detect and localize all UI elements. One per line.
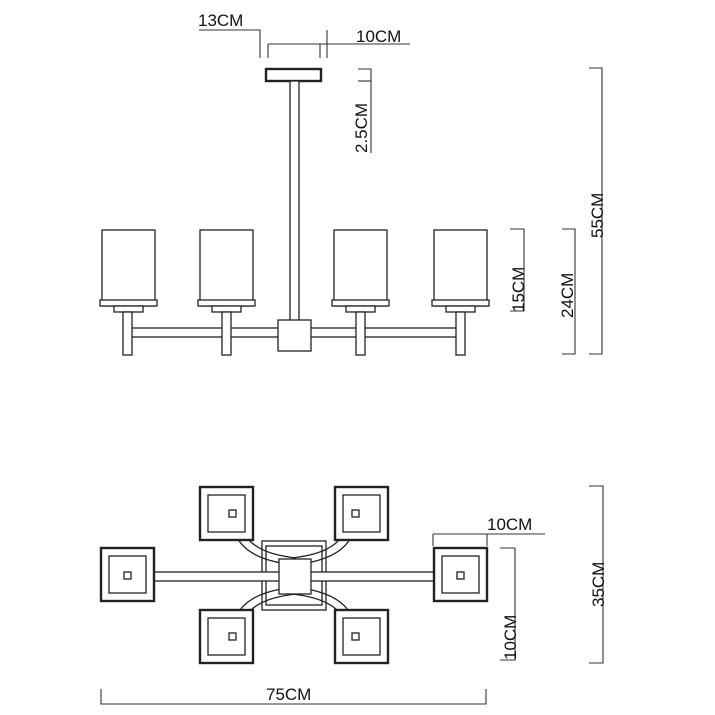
lamp-stem bbox=[122, 311, 133, 356]
side-lamp-3 bbox=[331, 229, 390, 356]
lamp-holder-cap bbox=[445, 305, 476, 313]
dim-arm-height: 24CM bbox=[558, 228, 577, 355]
center-hub bbox=[277, 319, 312, 352]
lamp-stem bbox=[455, 311, 466, 356]
dim-total-height: 55CM bbox=[588, 67, 607, 355]
lamp-stem bbox=[221, 311, 232, 356]
shade-inner bbox=[207, 494, 246, 533]
dim-label: 55CM bbox=[588, 193, 607, 238]
socket bbox=[351, 509, 360, 518]
dim-label: 2.5CM bbox=[352, 103, 371, 153]
glass-shade bbox=[199, 229, 254, 307]
dim-square-side: 10CM bbox=[500, 547, 520, 661]
dim-canopy-outer: 13CM bbox=[198, 11, 328, 58]
top-view: 10CM 10CM 35CM 75CM bbox=[99, 485, 608, 705]
lamp-stem bbox=[355, 311, 366, 356]
dim-label: 10CM bbox=[501, 615, 520, 660]
socket bbox=[123, 571, 132, 580]
shade-inner bbox=[207, 617, 246, 656]
top-shade-upper-right bbox=[333, 485, 390, 542]
socket bbox=[456, 571, 465, 580]
socket bbox=[228, 509, 237, 518]
dim-label: 10CM bbox=[487, 515, 532, 534]
shade-rim bbox=[331, 299, 390, 307]
lamp-holder-cap bbox=[345, 305, 376, 313]
side-lamp-2 bbox=[197, 229, 256, 356]
dim-total-depth: 35CM bbox=[589, 485, 608, 664]
shade-rim bbox=[197, 299, 256, 307]
top-shade-lower-left bbox=[198, 608, 255, 665]
dim-shade-height: 15CM bbox=[509, 228, 528, 312]
glass-shade bbox=[433, 229, 488, 307]
dim-label: 75CM bbox=[266, 685, 311, 704]
top-shade-lower-right bbox=[333, 608, 390, 665]
lamp-holder-cap bbox=[113, 305, 144, 313]
top-shade-right bbox=[432, 546, 489, 603]
top-shade-upper-left bbox=[198, 485, 255, 542]
top-center-hub bbox=[278, 558, 312, 595]
ceiling-canopy bbox=[264, 67, 323, 83]
shade-rim bbox=[431, 299, 490, 307]
glass-shade bbox=[333, 229, 388, 307]
side-lamp-1 bbox=[99, 229, 158, 356]
lamp-holder-cap bbox=[211, 305, 242, 313]
dim-label: 35CM bbox=[589, 562, 608, 607]
socket bbox=[228, 632, 237, 641]
top-shade-left bbox=[99, 546, 156, 603]
shade-inner bbox=[342, 617, 381, 656]
central-rod bbox=[289, 80, 300, 322]
dim-total-width: 75CM bbox=[100, 685, 487, 705]
dim-label: 10CM bbox=[356, 27, 401, 46]
side-view: 13CM 10CM 2.5CM 15CM 24CM 55CM bbox=[99, 11, 607, 356]
dim-canopy-inner: 10CM bbox=[267, 27, 410, 58]
dim-label: 24CM bbox=[558, 273, 577, 318]
glass-shade bbox=[101, 229, 156, 307]
shade-rim bbox=[99, 299, 158, 307]
side-lamp-4 bbox=[431, 229, 490, 356]
dim-label: 15CM bbox=[509, 267, 528, 312]
shade-inner bbox=[342, 494, 381, 533]
socket bbox=[351, 632, 360, 641]
dim-label: 13CM bbox=[198, 11, 243, 30]
dim-square-plate: 10CM bbox=[432, 515, 545, 546]
dim-canopy-height: 2.5CM bbox=[352, 68, 372, 153]
